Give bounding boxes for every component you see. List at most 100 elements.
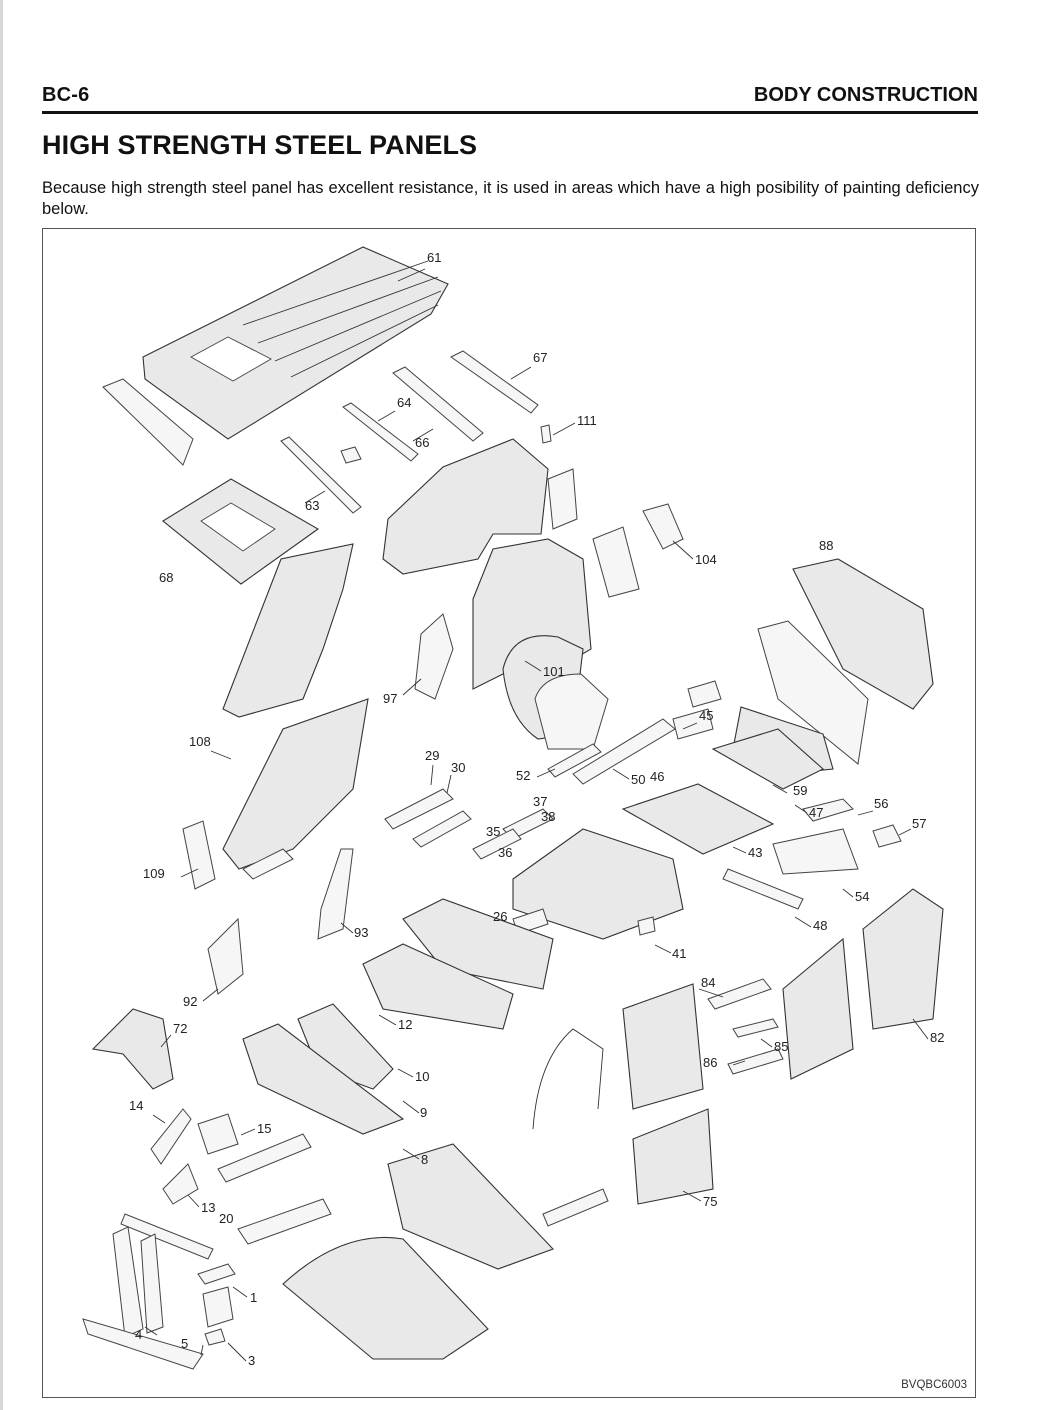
part-20 [217, 1133, 312, 1183]
callout-labels: 61 67 64 66 111 63 104 68 88 97 101 45 1… [129, 250, 944, 1368]
callout-57: 57 [912, 816, 926, 831]
part-4-a [112, 1226, 144, 1338]
callout-63: 63 [305, 498, 319, 513]
callout-92: 92 [183, 994, 197, 1009]
part-4-b [140, 1233, 164, 1334]
part-side-assembly-108 [222, 698, 369, 870]
callout-88: 88 [819, 538, 833, 553]
part-84 [707, 978, 772, 1010]
part-rear-door-82 [862, 888, 944, 1030]
part-roof-bow-67 [450, 350, 539, 414]
part-floor-43 [621, 783, 775, 855]
diagram-canvas: 61 67 64 66 111 63 104 68 88 97 101 45 1… [82, 246, 944, 1370]
callout-13: 13 [201, 1200, 215, 1215]
callout-9: 9 [420, 1105, 427, 1120]
part-front-side-outer [222, 543, 354, 718]
callout-43: 43 [748, 845, 762, 860]
callout-108: 108 [189, 734, 211, 749]
callout-54: 54 [855, 889, 869, 904]
part-front-door-outer-75 [632, 1108, 714, 1205]
part-front-door-inner-84 [622, 983, 704, 1110]
callout-68: 68 [159, 570, 173, 585]
part-hood-inner [387, 1143, 554, 1270]
callout-10: 10 [415, 1069, 429, 1084]
part-roof-front-header [102, 378, 194, 466]
part-rear-inner-pillar [592, 526, 640, 598]
part-roof-panel [142, 246, 449, 440]
callout-12: 12 [398, 1017, 412, 1032]
part-57 [872, 824, 902, 848]
part-104 [642, 503, 684, 550]
callout-75: 75 [703, 1194, 717, 1209]
part-rear-pillar-bracket [547, 468, 578, 530]
part-41 [637, 916, 656, 936]
part-door-frame-seal [532, 1028, 604, 1130]
part-rear-door-inner [782, 937, 854, 1080]
callout-86: 86 [703, 1055, 717, 1070]
part-3 [204, 1328, 226, 1346]
part-30 [412, 810, 472, 848]
part-15 [197, 1113, 239, 1155]
part-wheel-housing-inner [534, 673, 609, 750]
part-tailgate-88 [792, 558, 934, 710]
callout-15: 15 [257, 1121, 271, 1136]
figure-code: BVQBC6003 [901, 1379, 967, 1391]
page-title: HIGH STRENGTH STEEL PANELS [42, 130, 478, 160]
callout-56: 56 [874, 796, 888, 811]
callout-14: 14 [129, 1098, 143, 1113]
callout-29: 29 [425, 748, 439, 763]
part-front-member [237, 1198, 332, 1245]
callout-93: 93 [354, 925, 368, 940]
part-rear-floor-47 [711, 728, 824, 790]
part-45 [687, 680, 722, 708]
part-roof-bow-66 [392, 366, 484, 442]
section-code: BC-6 [42, 84, 90, 106]
part-1 [197, 1263, 236, 1285]
part-crossmember [120, 1213, 214, 1260]
part-109 [182, 820, 216, 890]
part-48 [722, 868, 804, 910]
part-14 [150, 1108, 192, 1165]
part-roof-rail-front [242, 848, 294, 880]
section-title: BODY CONSTRUCTION [753, 84, 978, 106]
callout-67: 67 [533, 350, 547, 365]
callout-61: 61 [427, 250, 441, 265]
callout-104: 104 [695, 552, 717, 567]
callout-48: 48 [813, 918, 827, 933]
part-roof-bracket [340, 446, 362, 464]
part-29 [384, 788, 454, 830]
callout-38: 38 [541, 809, 555, 824]
header-rule [42, 111, 978, 114]
callout-36: 36 [498, 845, 512, 860]
page-edge [0, 0, 3, 1410]
leader-lines [144, 268, 929, 1362]
part-52 [547, 743, 602, 778]
callout-64: 64 [397, 395, 411, 410]
callout-4: 4 [135, 1327, 142, 1342]
callout-47: 47 [809, 805, 823, 820]
callout-111: 111 [577, 413, 597, 428]
part-roof-sunroof-opening [190, 336, 272, 382]
part-dash-panel-9-8 [242, 1023, 405, 1135]
part-roof-bow-63 [280, 436, 362, 514]
callout-37: 37 [533, 794, 547, 809]
part-97 [414, 613, 454, 700]
callout-52: 52 [516, 768, 530, 783]
part-dash-12 [362, 943, 514, 1030]
callout-41: 41 [672, 946, 686, 961]
callout-59: 59 [793, 783, 807, 798]
callout-50: 50 [631, 772, 645, 787]
parts-illustration [82, 246, 944, 1370]
callout-97: 97 [383, 691, 397, 706]
callout-82: 82 [930, 1030, 944, 1045]
callout-84: 84 [701, 975, 715, 990]
part-center-floor [512, 828, 684, 940]
callout-26: 26 [493, 909, 507, 924]
callout-8: 8 [421, 1152, 428, 1167]
part-54 [772, 828, 859, 875]
callout-109: 109 [143, 866, 165, 881]
callout-101: 101 [543, 664, 565, 679]
callout-66: 66 [415, 435, 429, 450]
part-pillar-93 [317, 848, 354, 940]
